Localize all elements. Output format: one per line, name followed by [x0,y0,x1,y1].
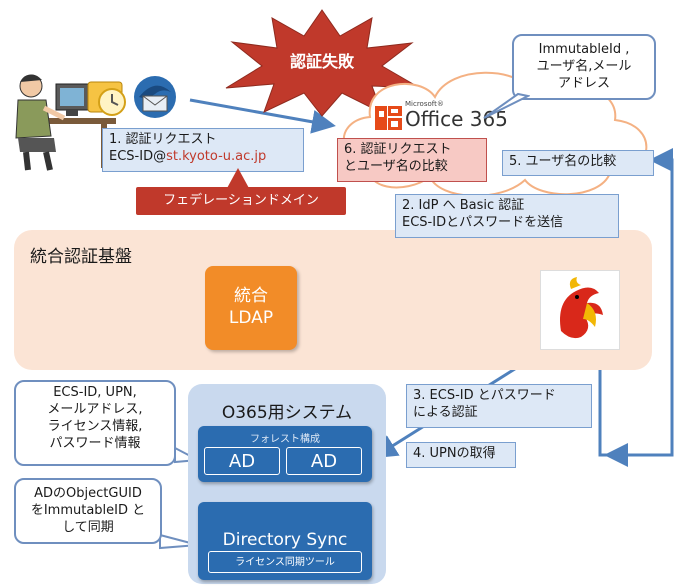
callout-guid: ADのObjectGUID をImmutableID と して同期 [14,478,162,544]
office-brand: Office 365 [405,107,508,131]
step-2-line2: ECS-IDとパスワードを送信 [402,215,564,230]
callout-attrs-line4: パスワード情報 [49,436,141,451]
step-2-box: 2. IdP へ Basic 認証 ECS-IDとパスワードを送信 [395,194,619,238]
step-2-line1: 2. IdP へ Basic 認証 [402,198,525,213]
failure-burst [225,9,421,117]
forest-box [198,426,372,482]
callout-guid-line3: して同期 [62,520,114,535]
cloud-note-callout: ImmutableId , ユーザ名,メール アドレス [512,34,656,100]
step-1-domain: st.kyoto-u.ac.jp [166,149,267,164]
step-3-line2: による認証 [413,405,478,420]
callout-attrs-line1: ECS-ID, UPN, [53,385,137,400]
step-5-box: 5. ユーザ名の比較 [502,150,654,176]
step-1-line1: 1. 認証リクエスト [109,132,217,147]
step-4-line1: 4. UPNの取得 [413,446,496,461]
federation-pointer [226,168,250,190]
step-4-box: 4. UPNの取得 [406,442,516,468]
ldap-line1: 統合 [234,286,268,306]
cloud-note-line1: ImmutableId , [538,42,630,57]
ad-box-2: AD [286,447,362,475]
ldap-box: 統合 LDAP [205,266,297,350]
dirsync-box [198,502,372,580]
office-logo-icon [374,104,404,132]
federation-domain-label: フェデレーションドメイン [136,187,346,215]
step-1-box: 1. 認証リクエスト ECS-ID@st.kyoto-u.ac.jp [102,128,304,172]
o365-system-title: O365用システム [221,403,353,423]
cloud-note-tail [483,92,530,119]
step-6-box: 6. 認証リクエスト とユーザ名の比較 [337,138,487,182]
step-1-prefix: ECS-ID@ [109,149,167,164]
callout-attrs-line3: ライセンス情報, [47,419,143,434]
step-3-box: 3. ECS-ID とパスワード による認証 [406,384,592,428]
step-6-line1: 6. 認証リクエスト [344,142,452,157]
callout-attributes: ECS-ID, UPN, メールアドレス, ライセンス情報, パスワード情報 [14,380,176,466]
forest-label: フォレスト構成 [250,434,320,445]
callout-guid-line1: ADのObjectGUID [34,486,142,501]
idp-shibboleth-icon [540,270,620,350]
ad-box-1: AD [204,447,280,475]
step-6-line2: とユーザ名の比較 [344,159,448,174]
callout-guid-line2: をImmutableID と [30,503,146,518]
arrow-user-to-office [189,98,336,134]
callout-attrs-line2: メールアドレス, [47,402,143,417]
thunderbird-icon [134,76,176,118]
license-tool-label: ライセンス同期ツール [208,551,362,573]
office-brand-small: Microsoft® [405,100,444,108]
arrow-return-to-office [598,148,674,457]
step-5-line1: 5. ユーザ名の比較 [509,154,617,169]
dirsync-label: Directory Sync [222,530,348,550]
cloud-note-line3: アドレス [557,76,610,91]
ldap-line2: LDAP [228,308,274,328]
step-3-line1: 3. ECS-ID とパスワード [413,388,556,403]
cloud-note-line2: ユーザ名,メール [536,59,632,74]
platform-title: 統合認証基盤 [30,247,132,267]
failure-burst-label: 認証失敗 [289,52,354,71]
outlook-icon [87,81,126,116]
